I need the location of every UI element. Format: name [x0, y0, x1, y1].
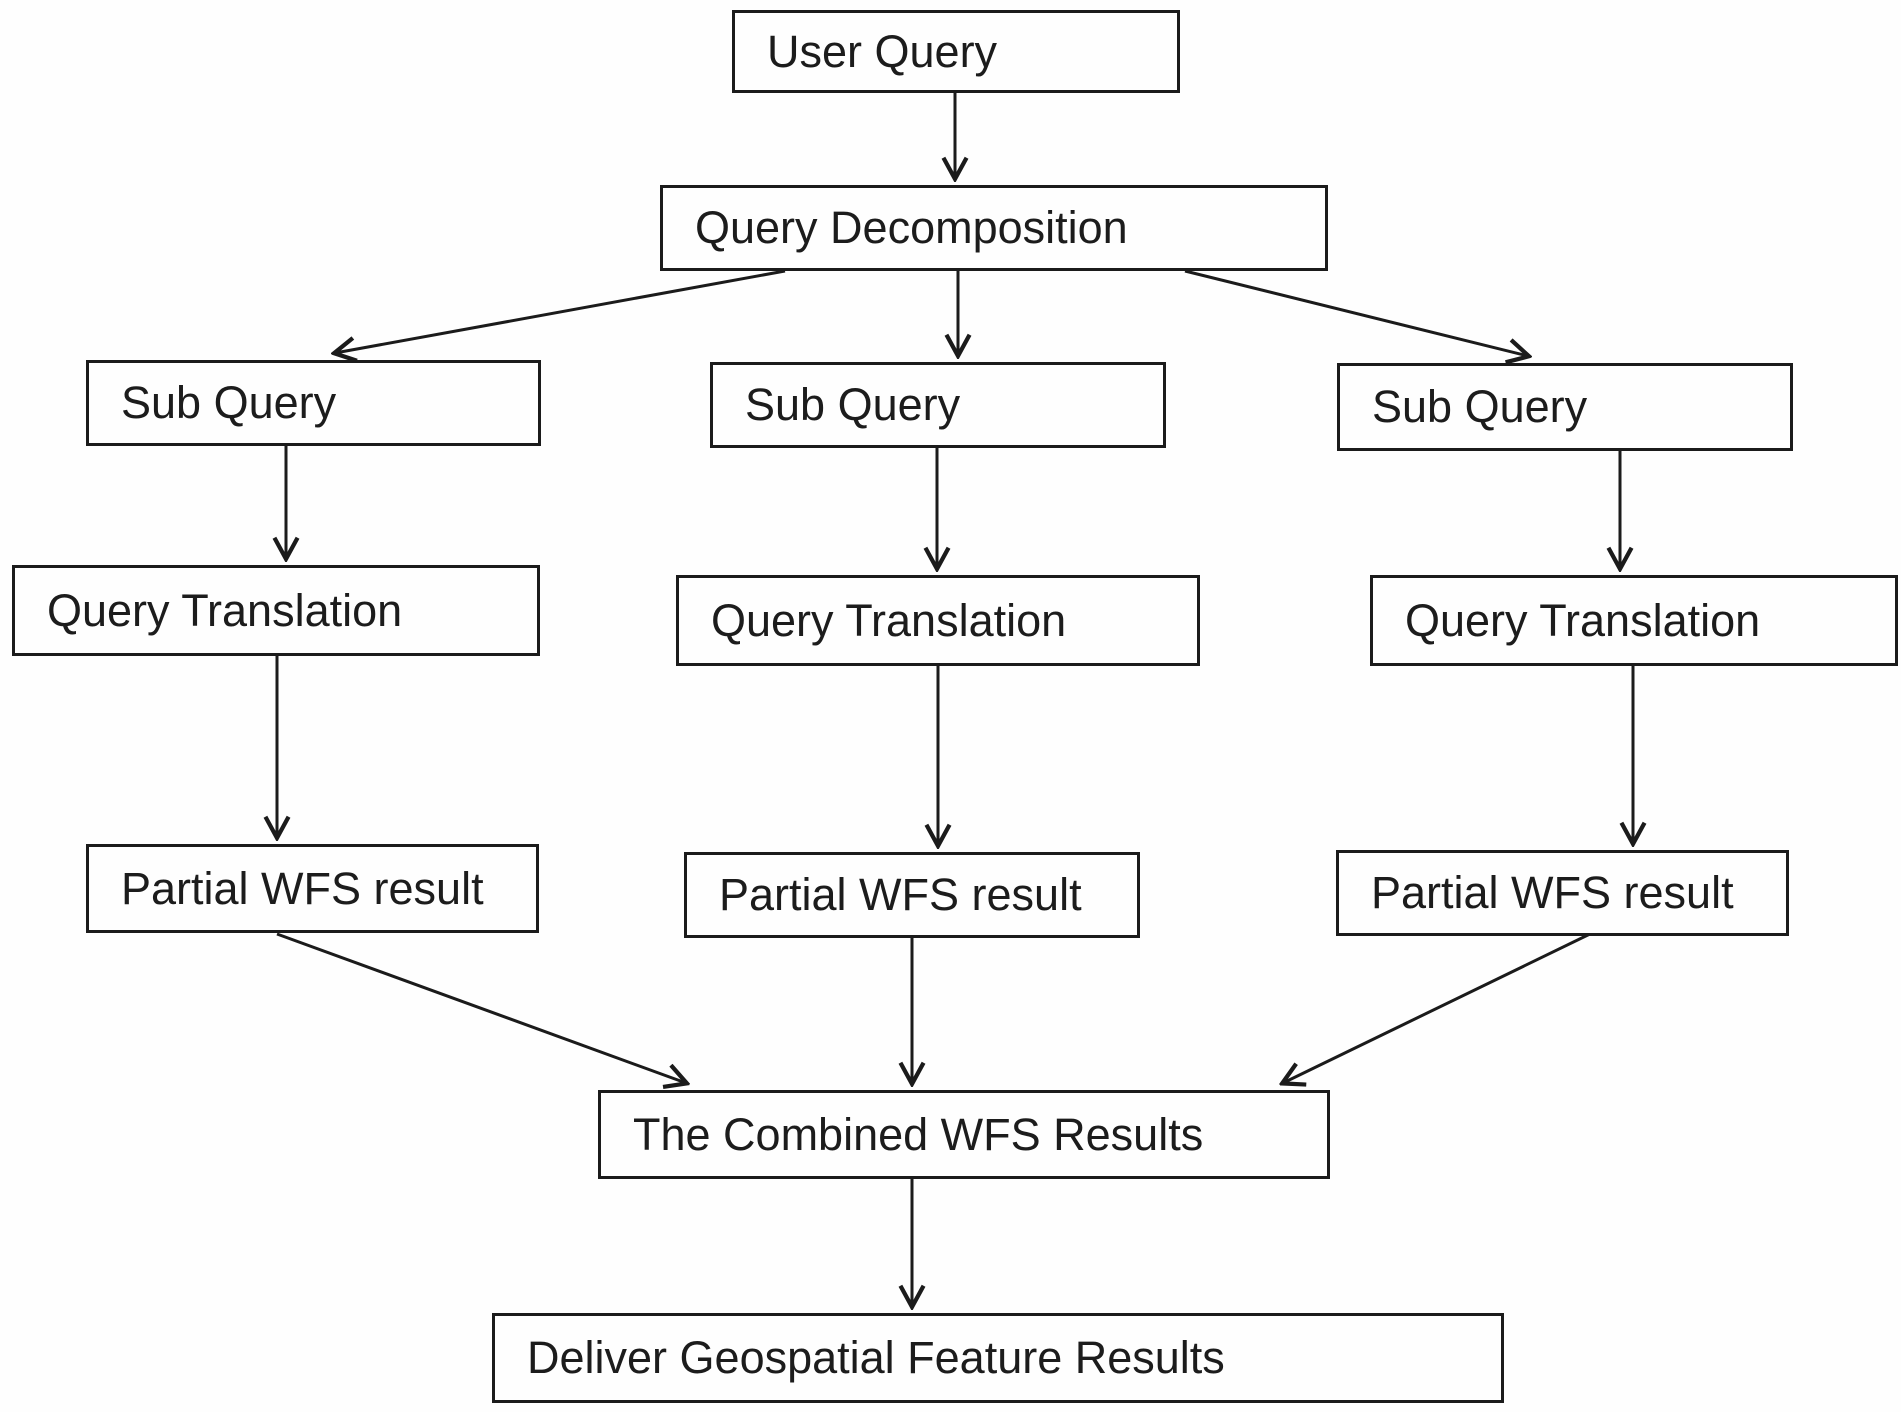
node-partial-wfs-result-right: Partial WFS result [1336, 850, 1789, 936]
node-deliver-results: Deliver Geospatial Feature Results [492, 1313, 1504, 1403]
arrow-decomposition-to-subquery-left [335, 269, 786, 353]
node-query-decomposition: Query Decomposition [660, 185, 1328, 271]
node-sub-query-left: Sub Query [86, 360, 541, 446]
node-sub-query-right: Sub Query [1337, 363, 1793, 451]
arrow-partial-left-to-combined [276, 932, 686, 1083]
node-query-translation-right: Query Translation [1370, 575, 1898, 666]
node-partial-wfs-result-middle: Partial WFS result [684, 852, 1140, 938]
node-partial-wfs-result-left: Partial WFS result [86, 844, 539, 933]
node-combined-wfs-results: The Combined WFS Results [598, 1090, 1330, 1179]
node-sub-query-middle: Sub Query [710, 362, 1166, 448]
node-user-query: User Query [732, 10, 1180, 93]
arrow-partial-right-to-combined [1283, 931, 1593, 1083]
arrow-decomposition-to-subquery-right [1184, 269, 1528, 356]
node-query-translation-middle: Query Translation [676, 575, 1200, 666]
node-query-translation-left: Query Translation [12, 565, 540, 656]
